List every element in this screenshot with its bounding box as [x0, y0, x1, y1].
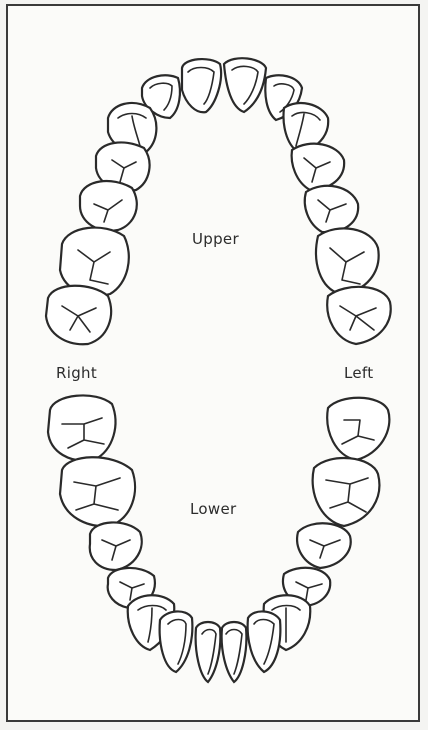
tooth-lower-left-central-incisor — [222, 622, 247, 682]
tooth-upper-left-first-molar — [316, 228, 379, 294]
tooth-upper-right-central-incisor — [182, 59, 221, 112]
tooth-lower-left-first-molar — [313, 458, 380, 526]
tooth-upper-right-second-premolar — [80, 181, 137, 231]
tooth-upper-right-second-molar — [46, 286, 111, 344]
tooth-upper-left-second-premolar — [305, 186, 358, 232]
lower-arch-label: Lower — [190, 500, 236, 518]
tooth-upper-left-first-premolar — [292, 144, 345, 190]
left-side-label: Left — [344, 364, 373, 382]
tooth-lower-right-lateral-incisor — [160, 611, 193, 672]
right-side-label: Right — [56, 364, 97, 382]
upper-arch — [46, 58, 391, 344]
tooth-upper-left-central-incisor — [224, 58, 266, 112]
lower-arch — [48, 395, 389, 682]
tooth-lower-right-first-molar — [60, 457, 135, 526]
tooth-lower-left-second-premolar — [297, 523, 351, 568]
tooth-lower-right-central-incisor — [196, 622, 221, 682]
tooth-lower-right-second-premolar — [90, 522, 142, 570]
tooth-lower-left-second-molar — [327, 398, 389, 460]
upper-arch-label: Upper — [192, 230, 239, 248]
tooth-upper-left-second-molar — [327, 287, 390, 344]
tooth-lower-right-second-molar — [48, 395, 115, 460]
tooth-lower-left-lateral-incisor — [248, 611, 281, 672]
